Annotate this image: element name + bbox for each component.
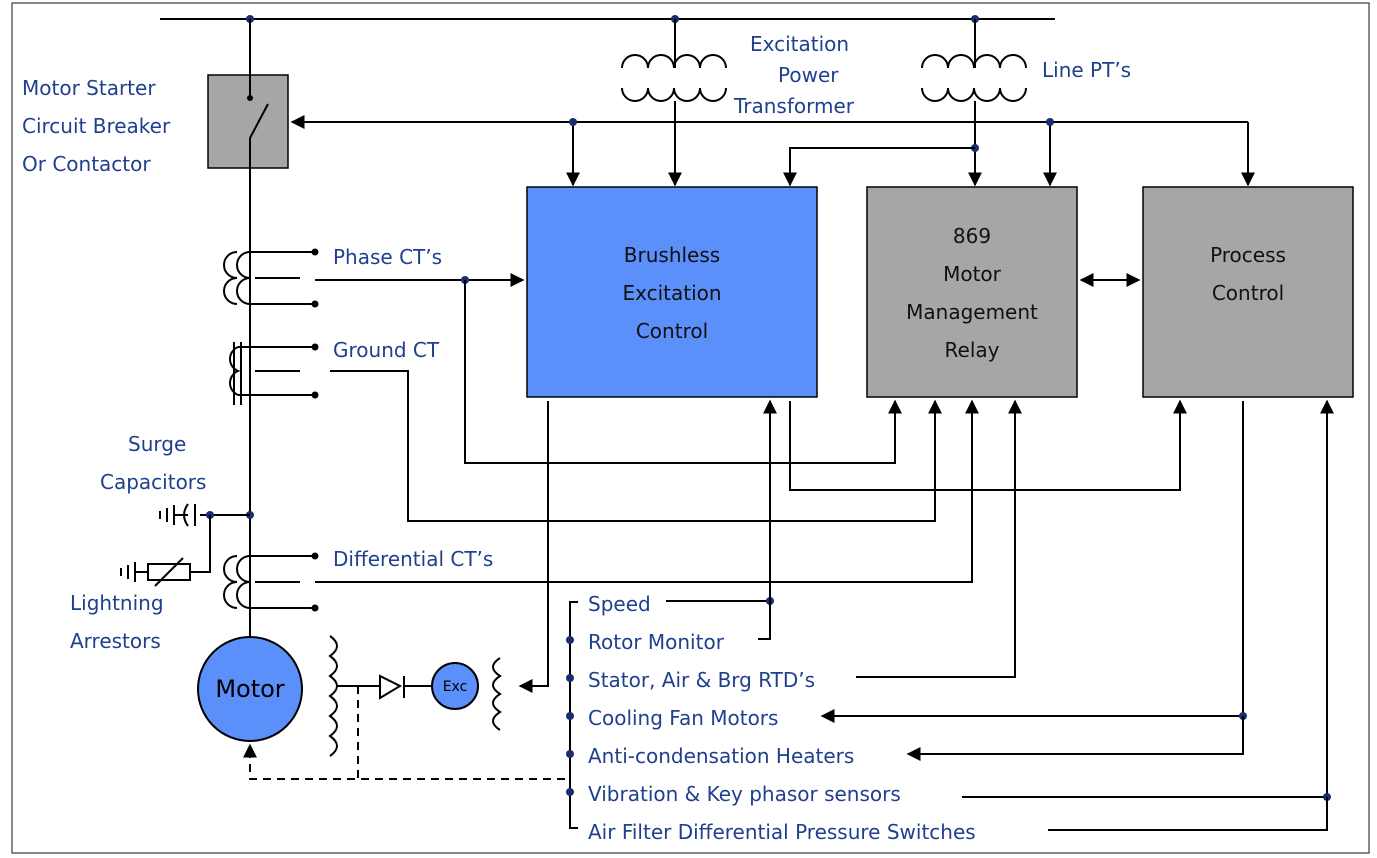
io-connections xyxy=(666,399,1334,831)
io-item-rotor-monitor: Rotor Monitor xyxy=(588,630,725,654)
rotor-exciter-circuit: Exc xyxy=(328,401,549,757)
process-block-line2: Control xyxy=(1212,281,1284,305)
io-bracket xyxy=(566,601,578,829)
relay-block-line2: Motor xyxy=(943,262,1002,286)
surge-label-line2: Capacitors xyxy=(100,470,206,494)
excitation-block-line3: Control xyxy=(636,319,708,343)
differential-ct-label: Differential CT’s xyxy=(333,547,493,571)
starter-label-line3: Or Contactor xyxy=(22,152,151,176)
motor: Motor xyxy=(197,636,303,742)
brushless-excitation-control-block: Brushless Excitation Control xyxy=(526,186,818,398)
exc-transformer-label-line2: Power xyxy=(778,63,839,87)
surge-label-line1: Surge xyxy=(128,432,186,456)
io-item-air-filter: Air Filter Differential Pressure Switche… xyxy=(588,820,976,844)
process-control-block: Process Control xyxy=(1142,186,1354,398)
exc-transformer-label-line3: Transformer xyxy=(733,94,855,118)
line-pt-label: Line PT’s xyxy=(1042,58,1131,82)
dashed-feedback xyxy=(243,686,565,780)
main-bus xyxy=(160,15,1055,23)
excitation-block-line1: Brushless xyxy=(624,243,720,267)
io-item-vibration: Vibration & Key phasor sensors xyxy=(588,782,901,806)
exc-transformer-label-line1: Excitation xyxy=(750,32,849,56)
differential-ct xyxy=(223,399,979,612)
motor-label: Motor xyxy=(215,675,284,703)
ground-ct xyxy=(229,342,942,522)
exciter-label: Exc xyxy=(443,679,468,695)
surge-capacitors xyxy=(159,503,250,573)
ground-ct-label: Ground CT xyxy=(333,338,440,362)
phase-ct xyxy=(223,248,902,464)
process-block-line1: Process xyxy=(1210,243,1286,267)
io-item-speed: Speed xyxy=(588,592,651,616)
relay-block-line4: Relay xyxy=(945,338,1000,362)
io-item-cooling-fans: Cooling Fan Motors xyxy=(588,706,778,730)
excitation-power-transformer xyxy=(621,19,727,187)
starter-label-line1: Motor Starter xyxy=(22,76,156,100)
io-item-rtds: Stator, Air & Brg RTD’s xyxy=(588,668,815,692)
control-bus xyxy=(290,115,1255,187)
lightning-label-line1: Lightning xyxy=(70,591,164,615)
motor-management-relay-block: 869 Motor Management Relay xyxy=(866,186,1078,398)
starter-label-line2: Circuit Breaker xyxy=(22,114,171,138)
starter-label: Motor Starter Circuit Breaker Or Contact… xyxy=(22,76,171,176)
relay-block-line3: Management xyxy=(906,300,1038,324)
line-pt-transformer xyxy=(783,19,1027,187)
lightning-arrestors xyxy=(120,557,191,587)
motor-starter-breaker xyxy=(207,74,289,169)
phase-ct-label: Phase CT’s xyxy=(333,245,442,269)
io-item-heaters: Anti-condensation Heaters xyxy=(588,744,854,768)
relay-block-line1: 869 xyxy=(953,224,991,248)
main-feeder xyxy=(246,19,254,640)
diagram-frame xyxy=(11,2,1370,854)
lightning-label-line2: Arrestors xyxy=(70,629,161,653)
excitation-block-line2: Excitation xyxy=(622,281,721,305)
